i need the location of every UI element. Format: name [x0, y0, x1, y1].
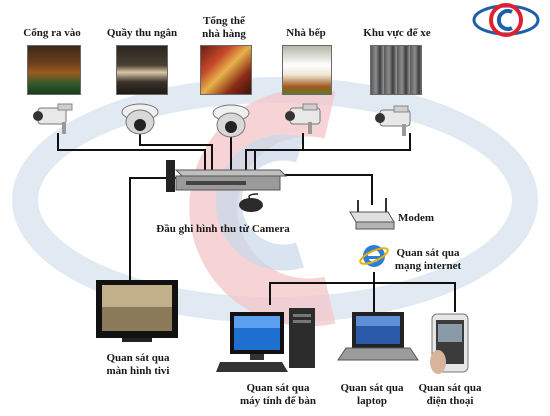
tv-icon: [96, 280, 178, 342]
bullet-camera-icon: [285, 103, 321, 134]
bullet-camera-icon: [33, 103, 73, 134]
dome-camera-icon: [121, 103, 159, 135]
restaurant-label: Tổng thể nhà hàng: [202, 15, 246, 40]
laptop-label: Quan sát qua laptop: [340, 382, 404, 407]
cashier-photo: [116, 45, 168, 95]
internet-label: Quan sát qua mạng internet: [394, 247, 462, 272]
cashier-label: Quầy thu ngân: [106, 27, 178, 39]
kitchen-label: Nhà bếp: [286, 27, 326, 39]
desktop-computer-icon: [216, 308, 315, 372]
phone-label: Quan sát qua điện thoại: [418, 382, 482, 407]
smartphone-icon: [430, 313, 469, 374]
tv-label: Quan sát qua màn hình tivi: [106, 352, 170, 377]
parking-photo: [370, 45, 422, 95]
dome-camera-icon: [212, 104, 250, 138]
entrance-label: Cổng ra vào: [23, 27, 81, 39]
modem-label: Modem: [397, 212, 435, 224]
desktop-label: Quan sát qua máy tính để bàn: [239, 382, 317, 407]
kitchen-photo: [282, 45, 332, 95]
parking-label: Khu vực để xe: [363, 27, 431, 39]
restaurant-photo: [200, 45, 252, 95]
modem-icon: [349, 198, 395, 230]
internet-explorer-icon: [359, 245, 389, 267]
dvr-label: Đầu ghi hình thu từ Camera: [156, 223, 290, 235]
bullet-camera-icon: [375, 105, 411, 136]
entrance-photo: [27, 45, 81, 95]
laptop-icon: [337, 312, 419, 361]
dvr-icon: [166, 160, 288, 212]
